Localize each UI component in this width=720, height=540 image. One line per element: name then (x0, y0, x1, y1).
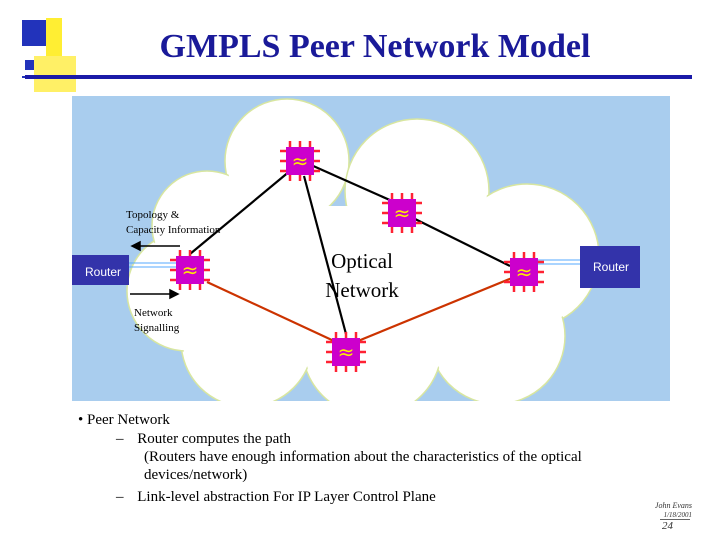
bullet-dot: • (78, 412, 84, 428)
topology-label: Topology & (126, 209, 180, 221)
dash-2: – (116, 489, 124, 505)
network-diagram: Router Router ≈ ≈ ≈ ≈ (72, 96, 670, 401)
decor-square-yellow (46, 18, 62, 58)
footer-divider (660, 519, 690, 520)
sub-bullet-1-text: Router computes the path (137, 431, 291, 447)
signalling-links (206, 276, 513, 343)
sub-bullet-router-computes: – Router computes the path (116, 431, 291, 448)
dash-1: – (116, 431, 124, 447)
optical-switch-top[interactable]: ≈ (280, 141, 320, 181)
router-left-box[interactable] (72, 255, 129, 285)
sub-bullet-1-cont-1: (Routers have enough information about t… (144, 449, 582, 465)
slide-title: GMPLS Peer Network Model (159, 28, 591, 65)
svg-text:≈: ≈ (394, 201, 411, 225)
decor-square-blue (22, 20, 48, 46)
signalling-arrow (130, 288, 180, 300)
sub-bullet-link-level: – Link-level abstraction For IP Layer Co… (116, 489, 436, 506)
optical-cloud-fill (129, 101, 597, 401)
page-number: 24 (662, 520, 673, 532)
optical-switch-bottom[interactable]: ≈ (326, 332, 366, 372)
router-right-box[interactable] (580, 246, 640, 288)
optical-switch-upper-right[interactable]: ≈ (382, 193, 422, 233)
optical-switch-right[interactable]: ≈ (504, 252, 544, 292)
network-label: Network (134, 307, 173, 319)
control-links (127, 259, 582, 268)
footer-author: John Evans (654, 501, 692, 510)
optical-links (189, 159, 511, 335)
svg-text:≈: ≈ (292, 149, 309, 173)
decor-square-yellow-lower (34, 56, 76, 92)
sub-bullet-1-cont-2: devices/network) (144, 467, 248, 483)
optical-switch-left[interactable]: ≈ (170, 250, 210, 290)
router-left-label: Router (85, 265, 121, 279)
optical-label-line2: Network (325, 278, 399, 302)
svg-text:≈: ≈ (338, 340, 355, 364)
svg-text:≈: ≈ (516, 260, 533, 284)
router-right-label: Router (593, 260, 629, 274)
bullet-main-text: Peer Network (87, 412, 170, 428)
bullet-peer-network: • Peer Network (78, 412, 170, 429)
footer-date: 1/18/2001 (663, 511, 692, 519)
title-underline (25, 75, 692, 79)
signalling-label: Signalling (134, 322, 180, 334)
capacity-label: Capacity Information (126, 224, 221, 236)
optical-label-line1: Optical (331, 249, 393, 273)
decor-square-blue-small (25, 60, 35, 70)
svg-text:≈: ≈ (182, 258, 199, 282)
sub-bullet-2-text: Link-level abstraction For IP Layer Cont… (137, 489, 436, 505)
topology-arrow (130, 240, 180, 252)
